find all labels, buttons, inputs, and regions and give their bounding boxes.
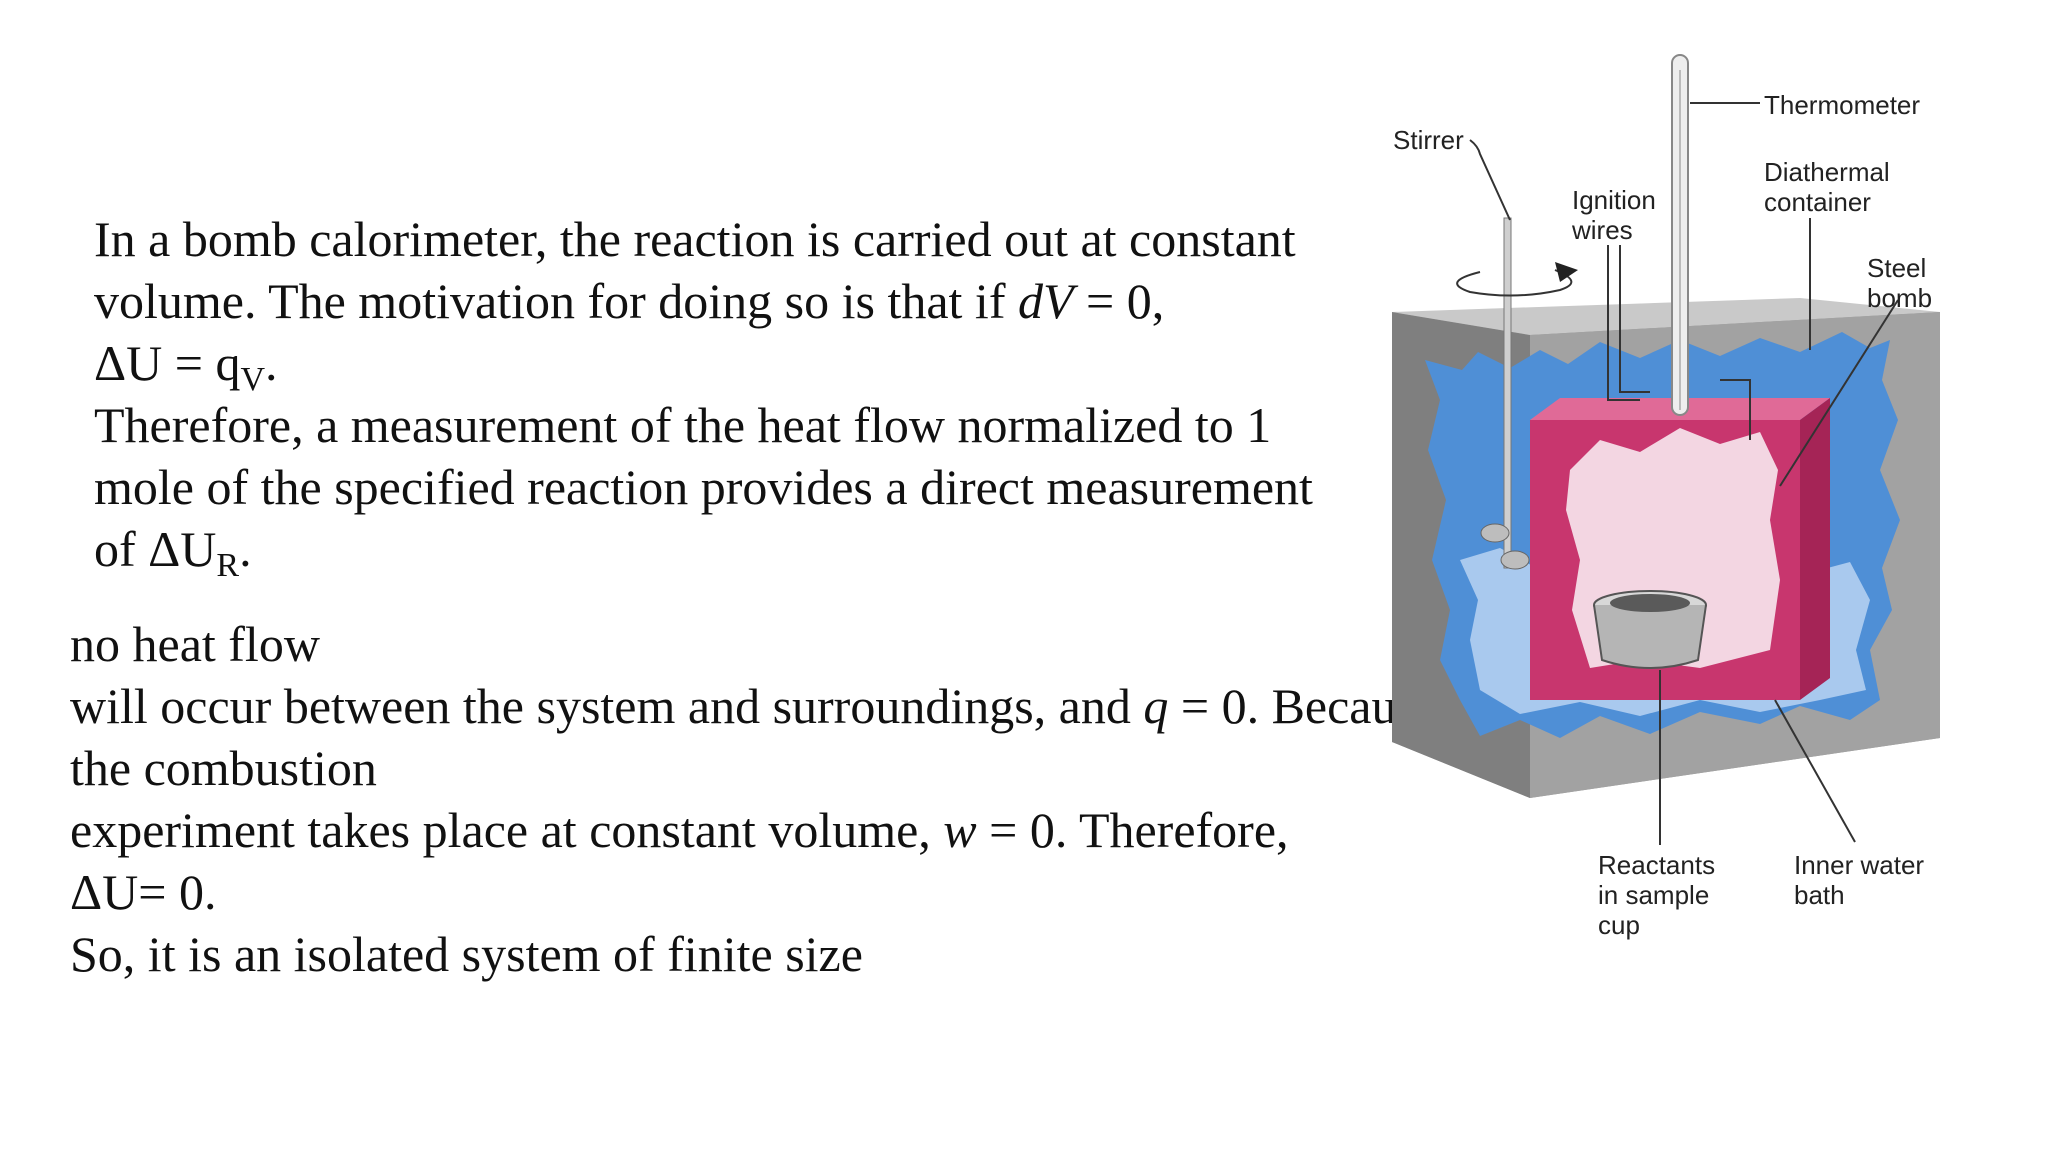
sample-cup [1593,590,1707,669]
text-line: Therefore, a measurement of the heat flo… [94,397,1272,453]
intro-paragraph: In a bomb calorimeter, the reaction is c… [94,208,1394,584]
callout-lines [1469,102,1899,845]
label-thermometer: Thermometer [1764,90,1921,120]
stirrer [1456,217,1578,570]
text-line: experiment takes place at constant volum… [70,802,1289,858]
text-line: ΔU= 0. [70,864,217,920]
text-line: ΔU = qV. [94,335,278,398]
text-line: mole of the specified reaction provides … [94,459,1313,515]
text-line: So, it is an isolated system of finite s… [70,926,863,982]
text-line: In a bomb calorimeter, the reaction is c… [94,211,1296,267]
text-line: no heat flow [70,616,320,672]
thermometer [1671,54,1689,416]
text-line: volume. The motivation for doing so is t… [94,273,1165,329]
text-line: will occur between the system and surrou… [70,678,1439,734]
explanation-paragraph: no heat flow will occur between the syst… [70,613,1490,985]
label-stirrer: Stirrer [1393,125,1464,155]
text-line: of ΔUR. [94,521,252,584]
text-line: the combustion [70,740,377,796]
ignition-wires [1607,245,1751,440]
